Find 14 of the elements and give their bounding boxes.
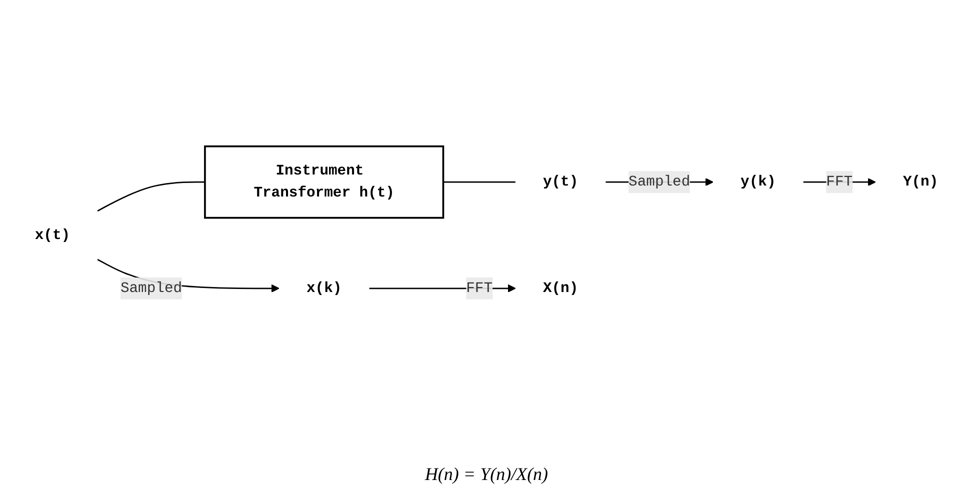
- edge-label: Sampled: [120, 280, 182, 297]
- edge-label: FFT: [466, 280, 493, 297]
- connector: [97, 182, 205, 212]
- node-text: x(k): [306, 280, 342, 297]
- node-text: Y(n): [902, 174, 938, 191]
- node-text: x(t): [34, 227, 70, 244]
- node-text: X(n): [542, 280, 578, 297]
- node-text: y(k): [740, 174, 776, 191]
- node-text: y(t): [542, 174, 578, 191]
- node-box: Instrument Transformer h(t): [204, 146, 444, 219]
- formula-text: H(n) = Y(n)/X(n): [424, 464, 548, 485]
- edge-label: FFT: [826, 174, 853, 191]
- connector: [443, 182, 516, 184]
- edge-label: Sampled: [628, 174, 690, 191]
